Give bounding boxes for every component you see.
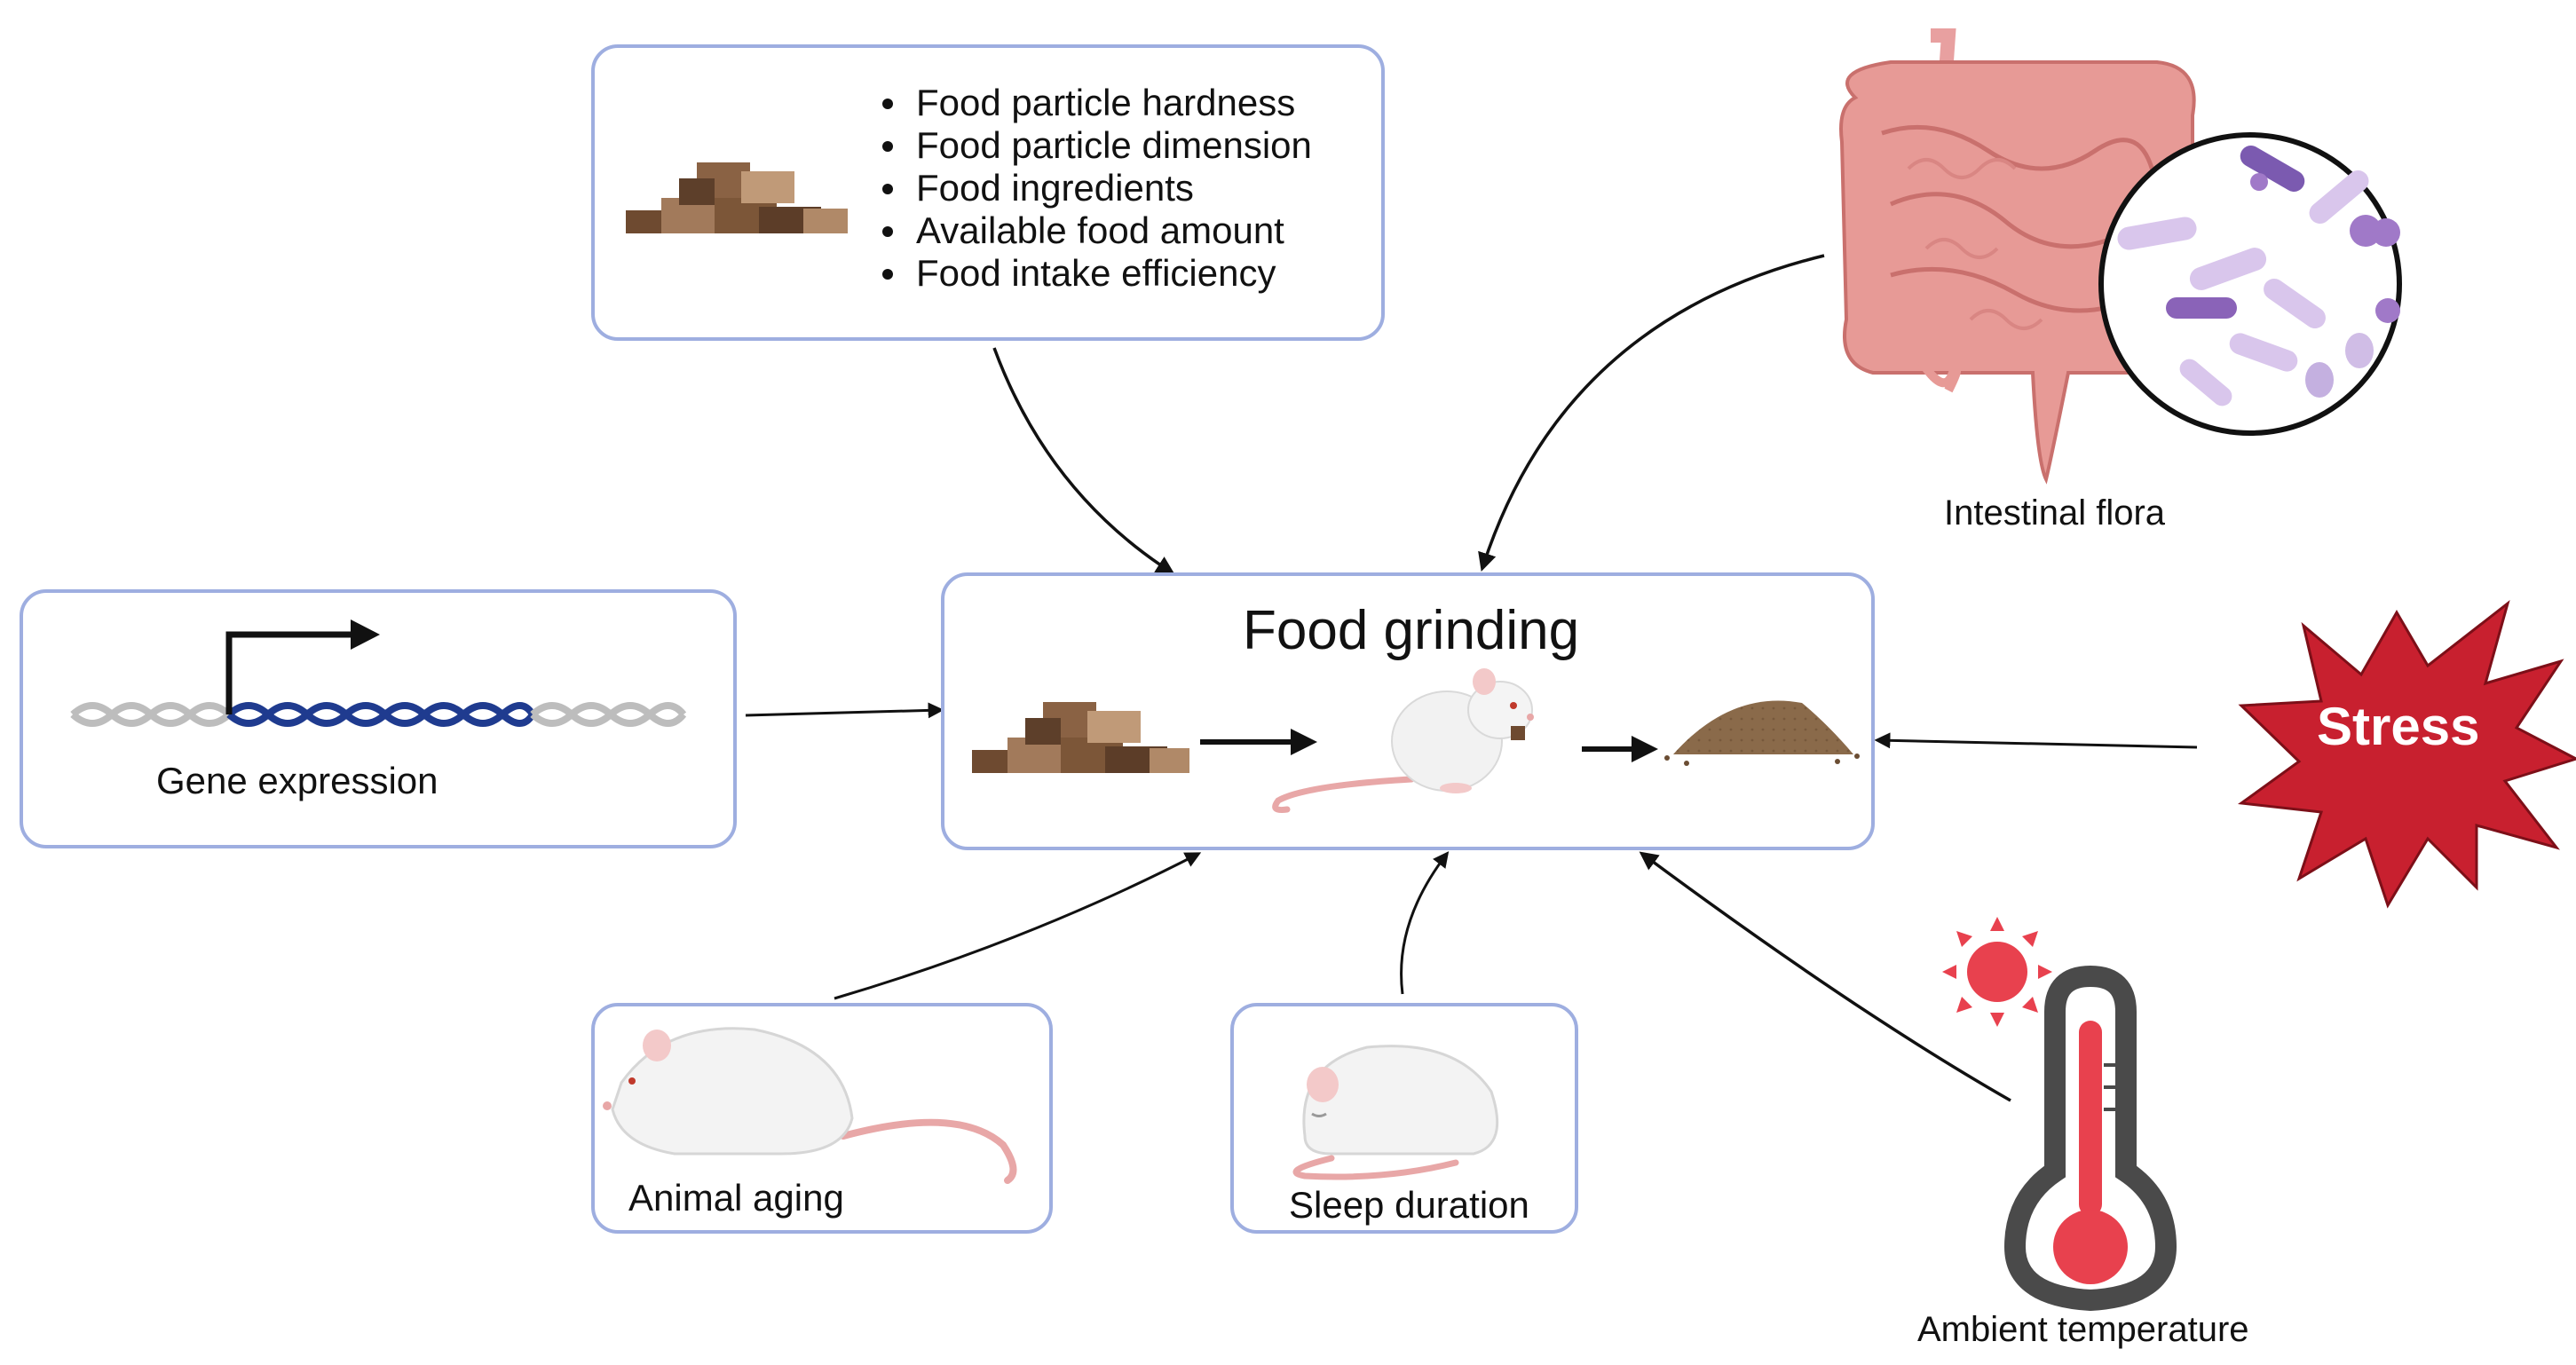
arrow-gene-to-center	[745, 702, 944, 719]
center-title: Food grinding	[1243, 600, 1580, 661]
stress-label: Stress	[2317, 697, 2480, 756]
food-factor-item: Food particle hardness	[879, 82, 1312, 124]
sleep-duration-label: Sleep duration	[1289, 1184, 1529, 1226]
arrow-aging-to-center	[834, 852, 1202, 1000]
rat-eating	[1272, 668, 1534, 813]
dna-helix	[70, 619, 687, 727]
food-factor-item: Food particle dimension	[879, 124, 1312, 167]
stress-starburst-icon	[2237, 600, 2576, 909]
food-factors-list: Food particle hardness Food particle dim…	[879, 82, 1312, 295]
arrow-food-factors-to-center	[992, 347, 1175, 575]
powder-pile	[1664, 700, 1860, 766]
food-factor-item: Food ingredients	[879, 167, 1312, 209]
sun-icon	[1942, 917, 2052, 1027]
gene-expression-label: Gene expression	[156, 760, 439, 801]
food-factor-item: Available food amount	[879, 209, 1312, 252]
ambient-temperature-label: Ambient temperature	[1917, 1310, 2249, 1349]
arrow-sleep-to-center	[1400, 851, 1450, 995]
animal-aging-label: Animal aging	[628, 1177, 844, 1219]
arrow-temperature-to-center	[1639, 851, 2011, 1102]
food-factor-item: Food intake efficiency	[879, 252, 1312, 295]
food-pellets-icon-top	[626, 162, 848, 233]
center-food-pellets	[972, 702, 1189, 773]
sleeping-rat	[1292, 1045, 1499, 1180]
arrow-stress-to-center	[1874, 732, 2198, 749]
intestine-icon	[1839, 28, 2196, 485]
thermometer-icon	[2003, 965, 2177, 1312]
intestinal-flora-label: Intestinal flora	[1944, 493, 2166, 533]
arrow-flora-to-center	[1478, 254, 1825, 572]
aging-rat	[603, 1027, 1017, 1184]
bacteria-magnifier-icon	[2098, 132, 2402, 436]
